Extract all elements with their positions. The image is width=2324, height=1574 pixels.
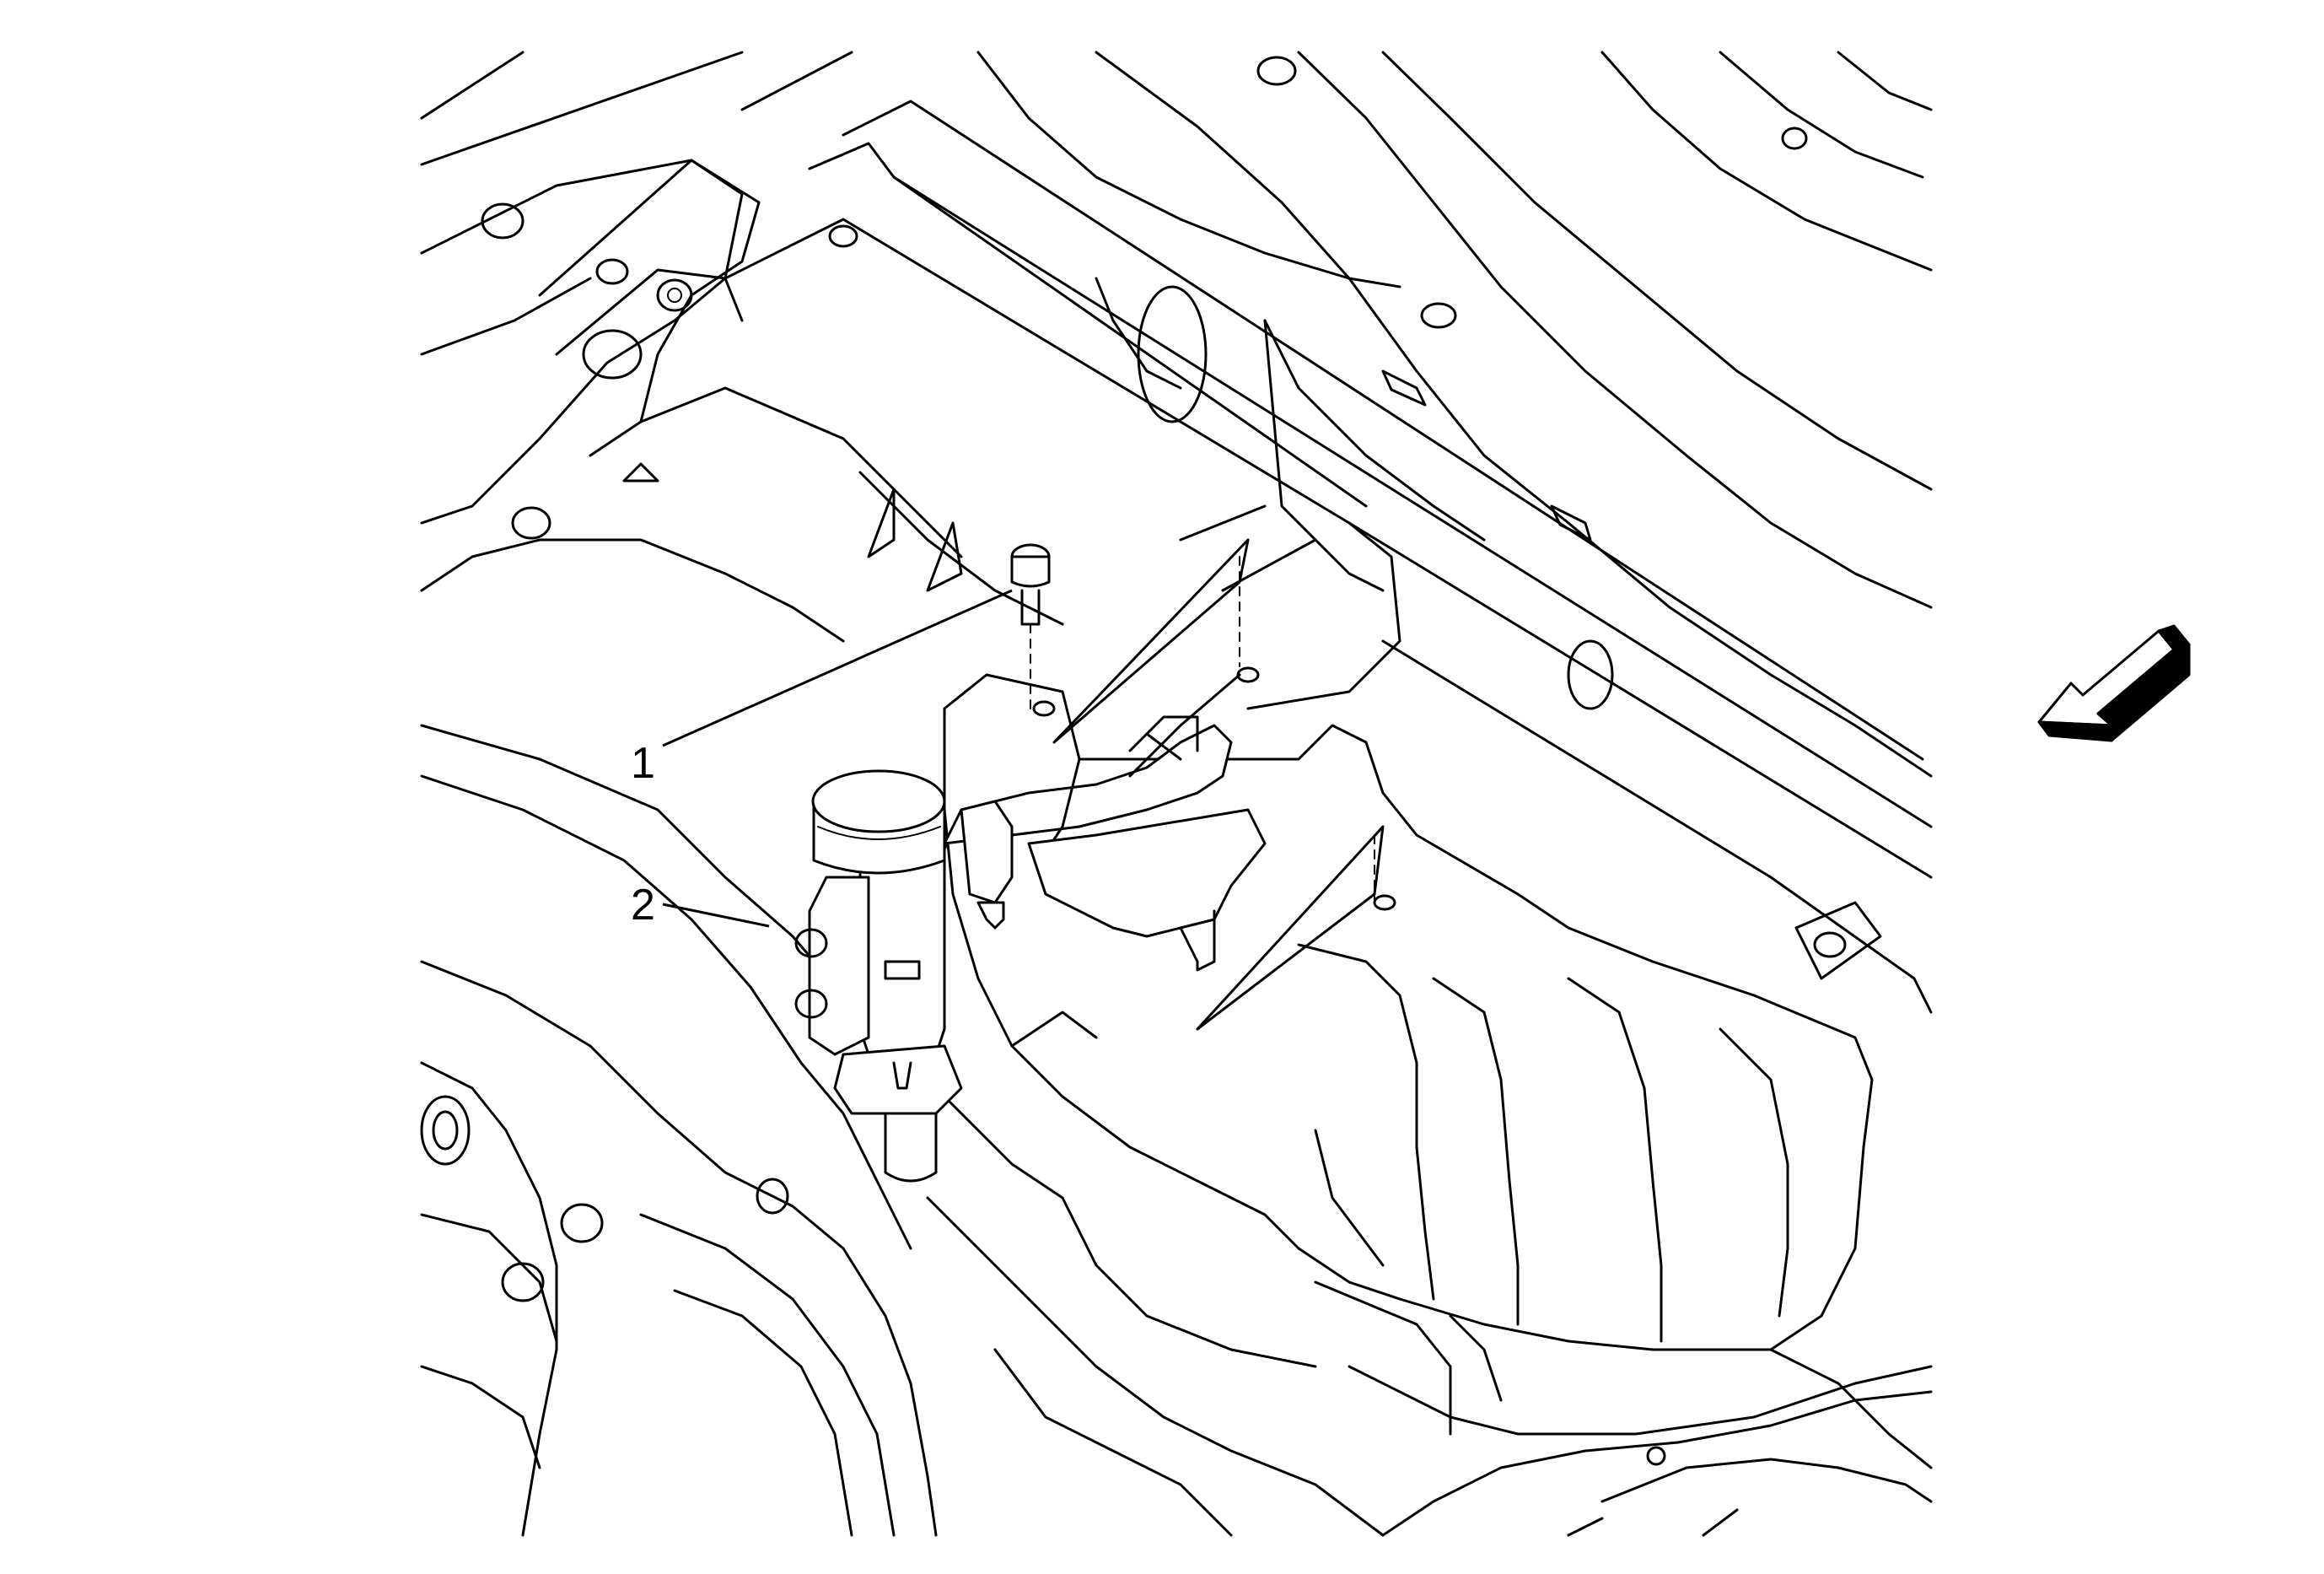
upper-body-panels bbox=[976, 51, 1933, 778]
reservoir-filler-neck bbox=[794, 769, 963, 1183]
inner-panel bbox=[622, 277, 1486, 626]
washer-hose bbox=[943, 715, 1267, 972]
mounting-bolt bbox=[1010, 538, 1396, 1031]
left-bracket bbox=[538, 159, 761, 457]
callout-label-1: 1 bbox=[631, 739, 655, 788]
lower-body-structure bbox=[926, 1095, 1933, 1537]
callout-2: 2 bbox=[631, 881, 770, 930]
callout-1: 1 bbox=[631, 589, 1013, 788]
callout-label-2: 2 bbox=[631, 881, 655, 930]
left-body-structure bbox=[420, 51, 938, 1537]
view-direction-arrow-icon bbox=[2037, 624, 2191, 742]
